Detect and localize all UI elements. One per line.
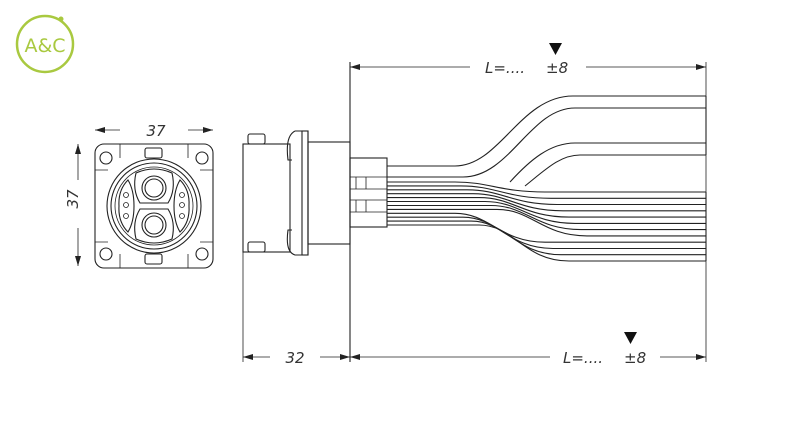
wire-line — [387, 208, 706, 237]
triangle-marker-icon — [549, 43, 562, 55]
wire-line — [387, 224, 706, 262]
connector-depth-label: 32 — [285, 349, 304, 367]
logo: A&C — [15, 14, 75, 74]
triangle-marker-icon — [624, 332, 637, 344]
front-height-label: 37 — [64, 189, 82, 209]
wire-line — [387, 189, 706, 206]
front-width-label: 37 — [146, 122, 166, 140]
front-view: 37 37 — [64, 122, 214, 269]
wire-line — [387, 200, 706, 224]
wire-line — [387, 181, 706, 193]
logo-text: A&C — [24, 35, 65, 57]
length-label-bottom: L=.... — [563, 349, 603, 367]
side-view: L=.... ±8 32 L=.... ±8 — [242, 43, 707, 367]
wire-line — [387, 193, 706, 212]
wire-line — [387, 204, 706, 231]
wire-line — [387, 220, 706, 256]
cable-bundle — [387, 181, 706, 262]
wire-line — [387, 216, 706, 250]
tolerance-top: ±8 — [546, 59, 568, 77]
tolerance-bottom: ±8 — [624, 349, 646, 367]
wire-line — [387, 197, 706, 218]
length-label-top: L=.... — [485, 59, 525, 77]
wire-line — [387, 185, 706, 199]
